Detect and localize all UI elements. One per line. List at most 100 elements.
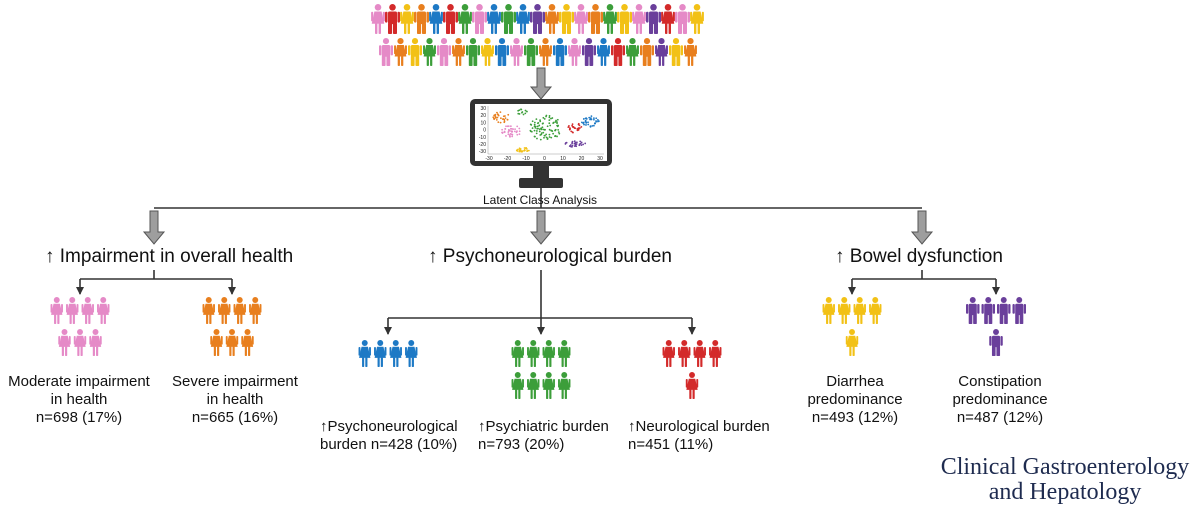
person-icon (853, 297, 866, 324)
person-icon (510, 38, 523, 66)
person-icon (218, 297, 231, 324)
person-icon (241, 329, 254, 356)
class-label-bowel: ↑ Bowel dysfunction (835, 246, 1003, 267)
x-tick-label: -30 (485, 156, 492, 162)
person-icon (685, 372, 699, 399)
person-icon (73, 329, 87, 356)
method-label: Latent Class Analysis (482, 193, 598, 207)
person-icon (582, 38, 596, 66)
person-icon (408, 38, 422, 66)
y-tick-label: -20 (479, 142, 486, 148)
scatter-cluster (564, 140, 587, 148)
y-tick-label: -30 (479, 149, 486, 155)
subgroup-label-diarrhea: Diarrhea predominance n=493 (12%) (807, 373, 903, 426)
person-icon (997, 297, 1011, 324)
person-icon (693, 340, 706, 367)
person-icon (66, 297, 79, 324)
down-arrow-icon (910, 210, 934, 245)
person-icon (527, 372, 540, 399)
person-icon (516, 4, 530, 34)
person-icon (487, 4, 501, 34)
person-icon (379, 38, 393, 66)
x-tick-label: -10 (522, 156, 529, 162)
person-icon (394, 38, 407, 66)
class-label-psychoneuro: ↑ Psychoneurological burden (428, 246, 672, 267)
person-icon (389, 340, 402, 367)
person-icon (845, 329, 859, 356)
person-icon (358, 340, 371, 367)
person-icon (530, 4, 545, 34)
person-icon (429, 4, 443, 34)
person-icon (423, 38, 436, 66)
down-arrow-icon (142, 210, 166, 245)
person-icon (661, 4, 675, 34)
person-icon (210, 329, 223, 356)
person-icon (527, 340, 540, 367)
x-tick-label: 0 (543, 156, 546, 162)
y-tick-label: 10 (480, 120, 486, 126)
person-icon (443, 4, 458, 34)
person-icon (458, 4, 472, 34)
person-icon (568, 38, 581, 66)
person-icon (524, 38, 538, 66)
scatter-cluster (529, 114, 561, 141)
down-arrow-icon (529, 210, 553, 245)
y-tick-label: 30 (480, 106, 486, 112)
person-icon (588, 4, 603, 34)
person-icon (646, 4, 661, 34)
subgroup-label-severe: Severe impairment in health n=665 (16%) (172, 373, 298, 426)
scatter-cluster (580, 115, 600, 128)
scatter-cluster (515, 147, 530, 153)
monitor-neck (533, 166, 549, 178)
subgroup-label-psychoneuro: ↑Psychoneurological burden n=428 (10%) (320, 418, 458, 453)
person-icon (481, 38, 494, 66)
person-icon (1012, 297, 1026, 324)
y-tick-label: -10 (479, 135, 486, 141)
person-icon (822, 297, 835, 324)
person-icon (374, 340, 387, 367)
person-icon (684, 38, 697, 66)
person-icon (989, 329, 1003, 356)
flow-arrows (142, 67, 934, 245)
person-icon (597, 38, 610, 66)
person-icon (981, 297, 995, 324)
population-group (371, 4, 704, 66)
person-icon (669, 38, 683, 66)
scatter-cluster (517, 108, 528, 116)
person-icon (58, 329, 71, 356)
scatter-cluster (501, 125, 521, 138)
person-icon (233, 297, 246, 324)
class-label-health: ↑ Impairment in overall health (45, 246, 294, 267)
person-icon (632, 4, 646, 34)
person-icon (225, 329, 239, 356)
person-icon (495, 38, 509, 66)
down-arrow-icon (529, 67, 553, 100)
person-icon (558, 340, 571, 367)
person-icon (472, 4, 487, 34)
person-icon (405, 340, 418, 367)
subgroup-label-moderate: Moderate impairment in health n=698 (17%… (8, 373, 150, 426)
x-tick-label: 10 (560, 156, 566, 162)
person-icon (249, 297, 262, 324)
person-icon (81, 297, 94, 324)
person-icon (678, 340, 691, 367)
person-icon (50, 297, 63, 324)
person-icon (511, 372, 524, 399)
person-icon (542, 340, 555, 367)
person-icon (966, 297, 980, 324)
person-icon (662, 340, 675, 367)
person-icon (202, 297, 215, 324)
person-icon (626, 38, 639, 66)
person-icon (675, 4, 690, 34)
person-icon (437, 38, 451, 66)
person-icon (709, 340, 722, 367)
x-tick-label: -20 (504, 156, 511, 162)
x-tick-label: 20 (579, 156, 585, 162)
person-icon (838, 297, 851, 324)
person-icon (553, 38, 567, 66)
person-icon (542, 372, 555, 399)
person-icon (371, 4, 385, 34)
person-icon (558, 372, 571, 399)
person-icon (385, 4, 400, 34)
